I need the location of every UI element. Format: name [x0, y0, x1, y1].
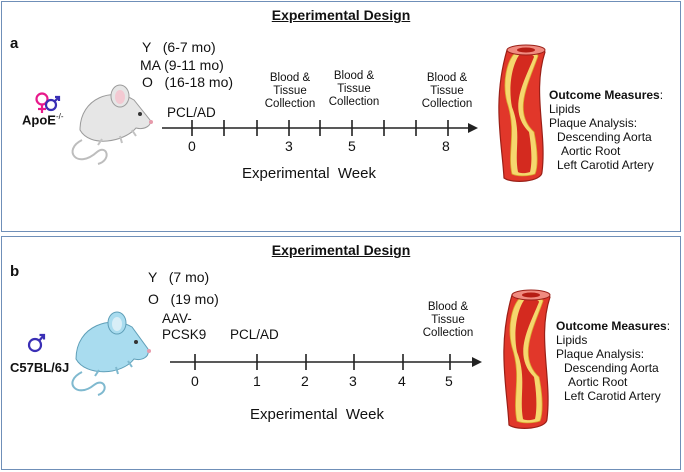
collection-line: Tissue — [431, 314, 465, 326]
week-number-4: 4 — [398, 373, 406, 389]
treatment-label: PCL/AD — [167, 105, 216, 120]
strain-label: C57BL/6J — [10, 360, 70, 375]
panel-a-title: Experimental Design — [271, 7, 411, 23]
male-symbol-icon — [27, 333, 46, 353]
vector-line: AAV- — [162, 311, 192, 326]
collection-line: Blood & — [269, 72, 311, 84]
collection-line: Tissue — [430, 85, 464, 97]
outcome-heading: Outcome Measures — [556, 319, 667, 333]
panel-a: Experimental Design a Y (6-7 mo) MA (9-1… — [1, 1, 681, 232]
timeline — [170, 354, 482, 370]
panel-b-graphics — [27, 289, 551, 429]
collection-line: Blood & — [426, 72, 468, 84]
group-middle-aged: MA (9-11 mo) — [140, 57, 224, 73]
outcome-measures: Outcome Measures: Lipids Plaque Analysis… — [556, 319, 670, 403]
timeline — [162, 120, 478, 136]
vector-label: AAV- PCSK9 — [162, 311, 206, 343]
outcome-heading: Outcome Measures — [549, 88, 660, 102]
week-number-5: 5 — [445, 373, 453, 389]
week-number-5: 5 — [348, 138, 356, 154]
collection-line: Collection — [328, 96, 380, 108]
collection-line: Tissue — [337, 83, 371, 95]
panel-b-title: Experimental Design — [271, 242, 411, 258]
treatment-label: PCL/AD — [230, 327, 279, 342]
female-symbol-icon — [35, 92, 49, 113]
week-number-3: 3 — [285, 138, 293, 154]
group-young: Y (6-7 mo) — [142, 39, 216, 55]
outcome-colon: : — [666, 319, 671, 333]
week-number-3: 3 — [349, 373, 357, 389]
group-old: O (16-18 mo) — [142, 74, 234, 90]
week-number-2: 2 — [301, 373, 309, 389]
vector-line: PCSK9 — [162, 327, 207, 342]
collection-label-week8: Blood & Tissue Collection — [417, 72, 477, 111]
collection-line: Blood & — [333, 70, 375, 82]
panel-b-letter: b — [10, 263, 20, 280]
male-symbol-icon — [44, 95, 61, 112]
week-number-0: 0 — [191, 373, 199, 389]
outcome-sub-item: Descending Aorta — [557, 130, 652, 144]
outcome-item: Plaque Analysis: — [549, 116, 638, 130]
collection-line: Tissue — [273, 85, 307, 97]
week-number-8: 8 — [442, 138, 450, 154]
outcome-measures: Outcome Measures: Lipids Plaque Analysis… — [549, 88, 663, 172]
collection-label-week3: Blood & Tissue Collection — [260, 72, 320, 111]
axis-label: Experimental Week — [250, 406, 384, 423]
week-number-1: 1 — [253, 373, 261, 389]
outcome-sub-item: Left Carotid Artery — [557, 158, 654, 172]
panel-a-letter: a — [10, 35, 19, 52]
collection-label-week5: Blood & Tissue Collection — [324, 70, 384, 109]
outcome-sub-item: Aortic Root — [561, 144, 621, 158]
collection-label-week5: Blood & Tissue Collection — [418, 301, 478, 340]
mouse-icon — [71, 84, 153, 165]
strain-label: ApoE-/- — [22, 112, 64, 127]
collection-line: Collection — [422, 327, 474, 339]
group-old: O (19 mo) — [148, 291, 219, 307]
strain-superscript: -/- — [55, 112, 64, 121]
collection-line: Collection — [264, 98, 316, 110]
axis-label: Experimental Week — [242, 165, 376, 182]
panel-a-graphics — [35, 44, 546, 182]
mouse-icon — [71, 311, 151, 396]
collection-line: Blood & — [427, 301, 469, 313]
outcome-item: Lipids — [549, 102, 581, 116]
artery-plaque-icon — [498, 44, 546, 182]
artery-plaque-icon — [503, 289, 551, 429]
outcome-colon: : — [659, 88, 664, 102]
outcome-item: Plaque Analysis: — [556, 347, 645, 361]
strain-name: ApoE — [22, 112, 56, 128]
outcome-sub-item: Descending Aorta — [564, 361, 659, 375]
outcome-item: Lipids — [556, 333, 588, 347]
week-number-0: 0 — [188, 138, 196, 154]
panel-b: Experimental Design b Y (7 mo) O (19 mo)… — [1, 236, 681, 470]
collection-line: Collection — [421, 98, 473, 110]
outcome-sub-item: Left Carotid Artery — [564, 389, 661, 403]
group-young: Y (7 mo) — [148, 269, 210, 285]
outcome-sub-item: Aortic Root — [568, 375, 628, 389]
